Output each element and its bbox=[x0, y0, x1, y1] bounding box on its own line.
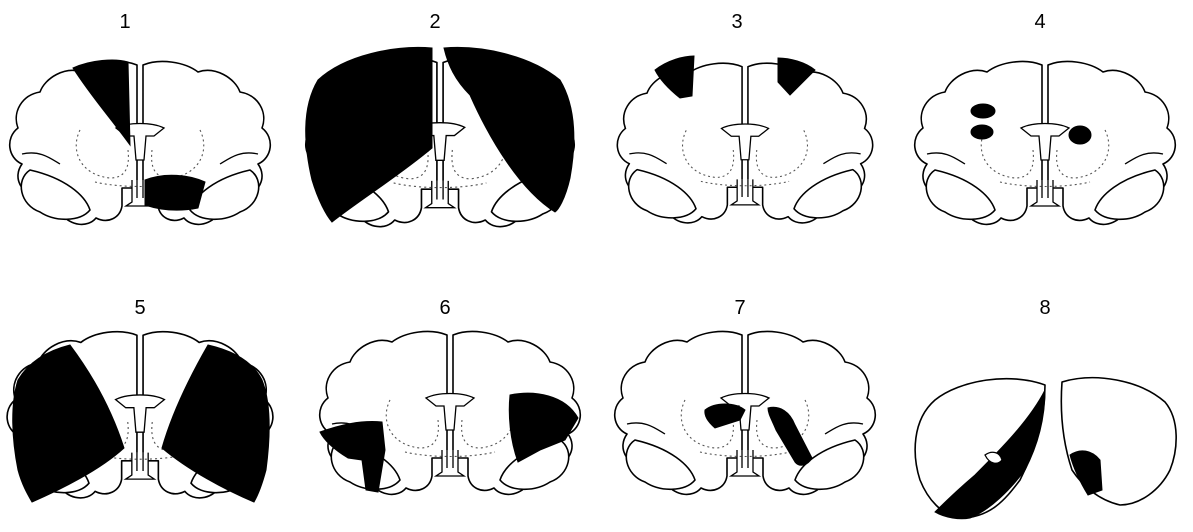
panel-2: 2 bbox=[306, 11, 575, 227]
panel-4: 4 bbox=[915, 11, 1176, 224]
panel-label-4: 4 bbox=[1034, 11, 1045, 33]
panel-label-5: 5 bbox=[134, 297, 145, 319]
panel-label-7: 7 bbox=[734, 297, 745, 319]
panel-5: 5 bbox=[7, 297, 273, 502]
panel-label-3: 3 bbox=[731, 11, 742, 33]
panel-7: 7 bbox=[615, 297, 876, 494]
panel-label-1: 1 bbox=[119, 11, 130, 33]
panel-label-8: 8 bbox=[1039, 297, 1050, 319]
panel-3: 3 bbox=[617, 11, 872, 223]
panel-8: 8 bbox=[915, 297, 1176, 519]
panel-label-2: 2 bbox=[429, 11, 440, 33]
panel-label-6: 6 bbox=[439, 297, 450, 319]
panel-6: 6 bbox=[320, 297, 581, 494]
panel-1: 1 bbox=[10, 11, 271, 224]
